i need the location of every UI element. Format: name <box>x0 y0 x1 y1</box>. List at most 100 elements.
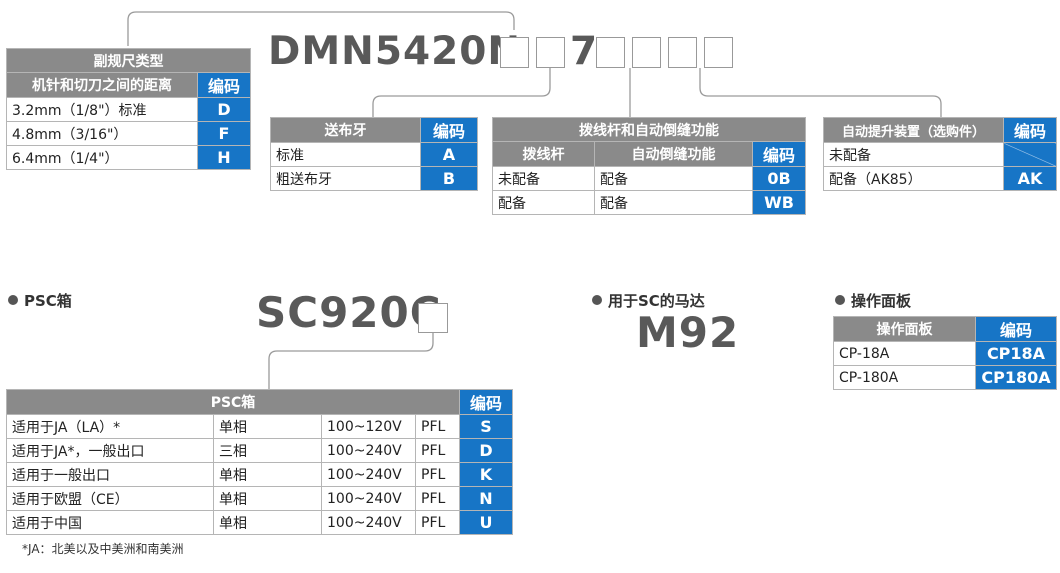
psc-pfl: PFL <box>415 414 460 439</box>
thread-trim-code: 0B <box>751 166 807 191</box>
table-row: 3.2mm（1/8"）标准 D <box>6 97 251 122</box>
lifter-desc: 配备（AK85） <box>823 166 1004 191</box>
psc-table-header: PSC箱 <box>6 389 460 415</box>
psc-code: D <box>459 438 513 463</box>
table-row: 4.8mm（3/16"） F <box>6 121 251 146</box>
lifter-header: 自动提升装置（选购件） <box>823 117 1004 143</box>
psc-code: U <box>459 510 513 535</box>
code-box-1 <box>500 37 529 68</box>
psc-region: 适用于欧盟（CE） <box>6 486 214 511</box>
table-row: 适用于欧盟（CE） 单相 100~240V PFL N <box>6 486 513 511</box>
feed-desc: 标准 <box>270 142 421 167</box>
psc-phase: 单相 <box>213 462 322 487</box>
code-box-4 <box>632 37 661 68</box>
feed-code: A <box>420 142 478 167</box>
code-box-2 <box>536 37 565 68</box>
thread-trim-code-header: 编码 <box>751 141 807 167</box>
psc-phase: 单相 <box>213 510 322 535</box>
panel-header: 操作面板 <box>833 316 976 342</box>
thread-trim-c1: 未配备 <box>492 166 595 191</box>
table-row: 未配备 <box>823 142 1057 167</box>
table-row: 标准 A <box>270 142 478 167</box>
main-model-prefix: DMN5420N <box>268 29 522 74</box>
subclass-table: 副规尺类型 机针和切刀之间的距离 编码 3.2mm（1/8"）标准 D 4.8m… <box>6 48 251 170</box>
psc-model: SC920C <box>256 288 442 337</box>
motor-title: 用于SC的马达 <box>592 290 705 311</box>
feed-header: 送布牙 <box>270 117 421 143</box>
psc-pfl: PFL <box>415 462 460 487</box>
lifter-code: AK <box>1003 166 1057 191</box>
psc-code-header: 编码 <box>459 389 513 415</box>
table-row: 未配备 配备 0B <box>492 166 807 191</box>
panel-code: CP180A <box>975 365 1057 390</box>
lifter-desc: 未配备 <box>823 142 1004 167</box>
feed-code-header: 编码 <box>420 117 478 143</box>
psc-region: 适用于一般出口 <box>6 462 214 487</box>
thread-trim-table: 拨线杆和自动倒缝功能 拨线杆 自动倒缝功能 编码 未配备 配备 0B 配备 配备… <box>491 117 807 215</box>
thread-trim-c2: 配备 <box>594 166 753 191</box>
subclass-code: H <box>197 145 251 170</box>
panel-table: 操作面板 编码 CP-18A CP18A CP-180A CP180A <box>833 316 1057 390</box>
table-row: 适用于一般出口 单相 100~240V PFL K <box>6 462 513 487</box>
motor-model: M92 <box>636 308 740 357</box>
bullet-icon <box>592 295 602 305</box>
psc-code: S <box>459 414 513 439</box>
psc-voltage: 100~240V <box>321 510 416 535</box>
table-row: 6.4mm（1/4"） H <box>6 145 251 170</box>
subclass-code-header: 编码 <box>197 72 251 98</box>
psc-voltage: 100~120V <box>321 414 416 439</box>
psc-pfl: PFL <box>415 486 460 511</box>
table-row: 配备 配备 WB <box>492 190 807 215</box>
connector-subclass <box>127 11 515 46</box>
table-row: CP-18A CP18A <box>833 341 1057 366</box>
code-box-6 <box>704 37 733 68</box>
psc-code-box <box>418 303 448 333</box>
thread-trim-c1: 配备 <box>492 190 595 215</box>
table-row: 粗送布牙 B <box>270 166 478 191</box>
thread-trim-header: 拨线杆和自动倒缝功能 <box>491 117 807 142</box>
table-row: 适用于JA*，一般出口 三相 100~240V PFL D <box>6 438 513 463</box>
thread-trim-c2: 配备 <box>594 190 753 215</box>
psc-phase: 单相 <box>213 414 322 439</box>
table-row: 适用于JA（LA）* 单相 100~120V PFL S <box>6 414 513 439</box>
feed-desc: 粗送布牙 <box>270 166 421 191</box>
psc-code: N <box>459 486 513 511</box>
table-row: 适用于中国 单相 100~240V PFL U <box>6 510 513 535</box>
psc-phase: 三相 <box>213 438 322 463</box>
psc-voltage: 100~240V <box>321 486 416 511</box>
psc-pfl: PFL <box>415 510 460 535</box>
subclass-code: F <box>197 121 251 146</box>
lifter-table: 自动提升装置（选购件） 编码 未配备 配备（AK85） AK <box>823 117 1057 191</box>
panel-desc: CP-18A <box>833 341 976 366</box>
panel-title: 操作面板 <box>835 290 911 311</box>
thread-trim-col1: 拨线杆 <box>492 141 595 167</box>
thread-trim-code: WB <box>751 190 807 215</box>
psc-voltage: 100~240V <box>321 462 416 487</box>
subclass-desc: 4.8mm（3/16"） <box>6 121 198 146</box>
psc-region: 适用于中国 <box>6 510 214 535</box>
code-box-5 <box>668 37 697 68</box>
subclass-code: D <box>197 97 251 122</box>
psc-code: K <box>459 462 513 487</box>
main-model-middle: 7 <box>570 29 599 74</box>
connector-psc <box>268 333 434 389</box>
subclass-desc: 3.2mm（1/8"）标准 <box>6 97 198 122</box>
lifter-code-empty <box>1003 142 1057 167</box>
panel-desc: CP-180A <box>833 365 976 390</box>
lifter-code-header: 编码 <box>1003 117 1057 143</box>
bullet-icon <box>835 295 845 305</box>
psc-voltage: 100~240V <box>321 438 416 463</box>
panel-code: CP18A <box>975 341 1057 366</box>
psc-region: 适用于JA（LA）* <box>6 414 214 439</box>
psc-phase: 单相 <box>213 486 322 511</box>
psc-footnote: *JA：北美以及中美洲和南美洲 <box>22 542 184 556</box>
table-row: 配备（AK85） AK <box>823 166 1057 191</box>
table-row: CP-180A CP180A <box>833 365 1057 390</box>
subclass-header: 副规尺类型 <box>6 48 251 73</box>
psc-table: PSC箱 编码 适用于JA（LA）* 单相 100~120V PFL S 适用于… <box>6 389 513 535</box>
feed-code: B <box>420 166 478 191</box>
subclass-subheader: 机针和切刀之间的距离 <box>6 72 198 98</box>
psc-title: PSC箱 <box>8 290 72 311</box>
connector-lifter <box>699 68 942 117</box>
